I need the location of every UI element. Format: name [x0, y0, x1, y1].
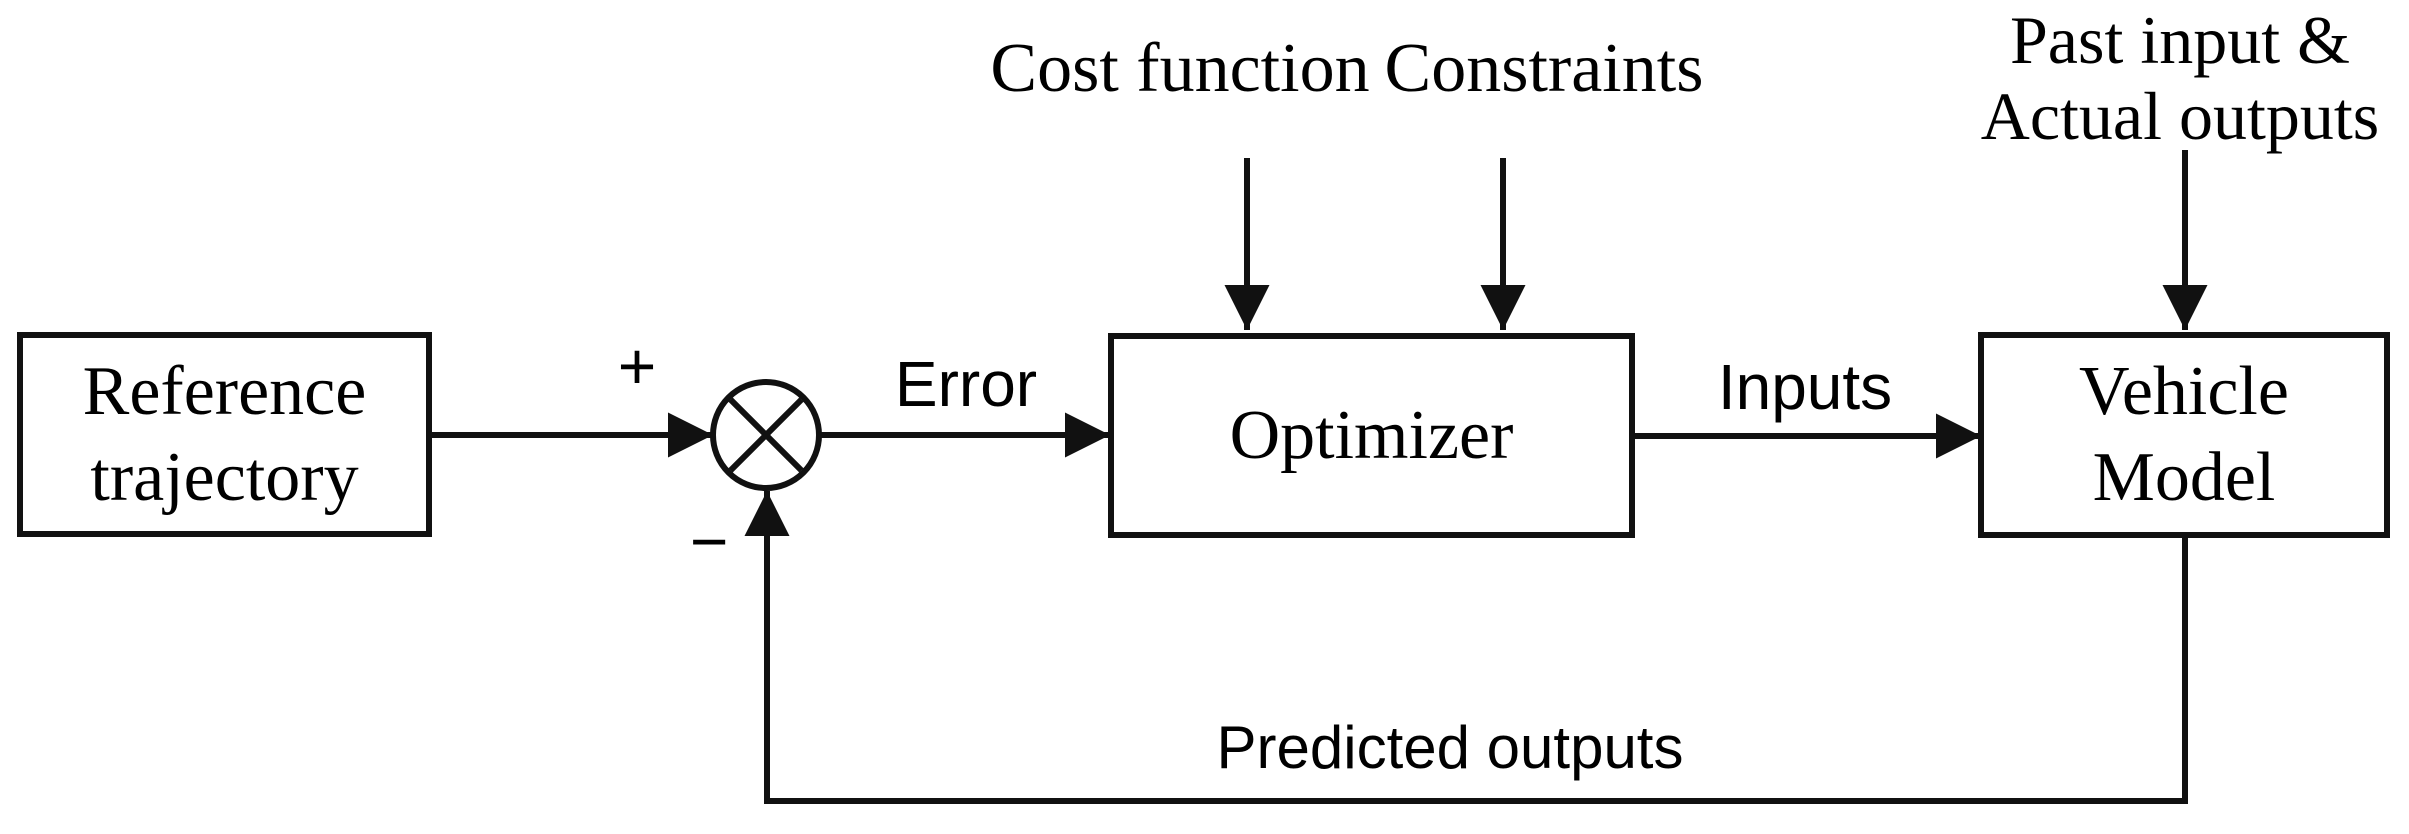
feedback-path-predicted-outputs	[744, 491, 2188, 804]
optimizer-label: Optimizer	[1229, 396, 1514, 474]
past-inputs-label: Past input & Actual outputs	[1981, 2, 2380, 154]
predicted-outputs-label: Predicted outputs	[1216, 714, 1684, 781]
reference-trajectory-label-line2: trajectory	[90, 438, 359, 516]
optimizer-block: Optimizer	[1108, 333, 1635, 538]
summing-junction-cross-2	[728, 397, 804, 473]
constraints-label: Constraints	[1384, 30, 1704, 107]
vehicle-model-label-line2: Model	[2092, 439, 2276, 516]
minus-sign-label: −	[689, 504, 729, 578]
inputs-label: Inputs	[1717, 351, 1893, 423]
summing-junction	[710, 379, 822, 491]
vehicle-model-block: Vehicle Model	[1978, 332, 2390, 538]
past-inputs-label-line1: Past input &	[2009, 2, 2351, 78]
error-label: Error	[894, 348, 1038, 420]
reference-trajectory-label-line1: Reference	[82, 352, 367, 430]
vehicle-model-label-line1: Vehicle	[2079, 353, 2289, 430]
plus-sign-label: +	[617, 329, 657, 403]
past-inputs-label-line2: Actual outputs	[1980, 78, 2380, 154]
reference-trajectory-block: Reference trajectory	[17, 332, 432, 537]
cost-function-label: Cost function	[990, 30, 1370, 107]
